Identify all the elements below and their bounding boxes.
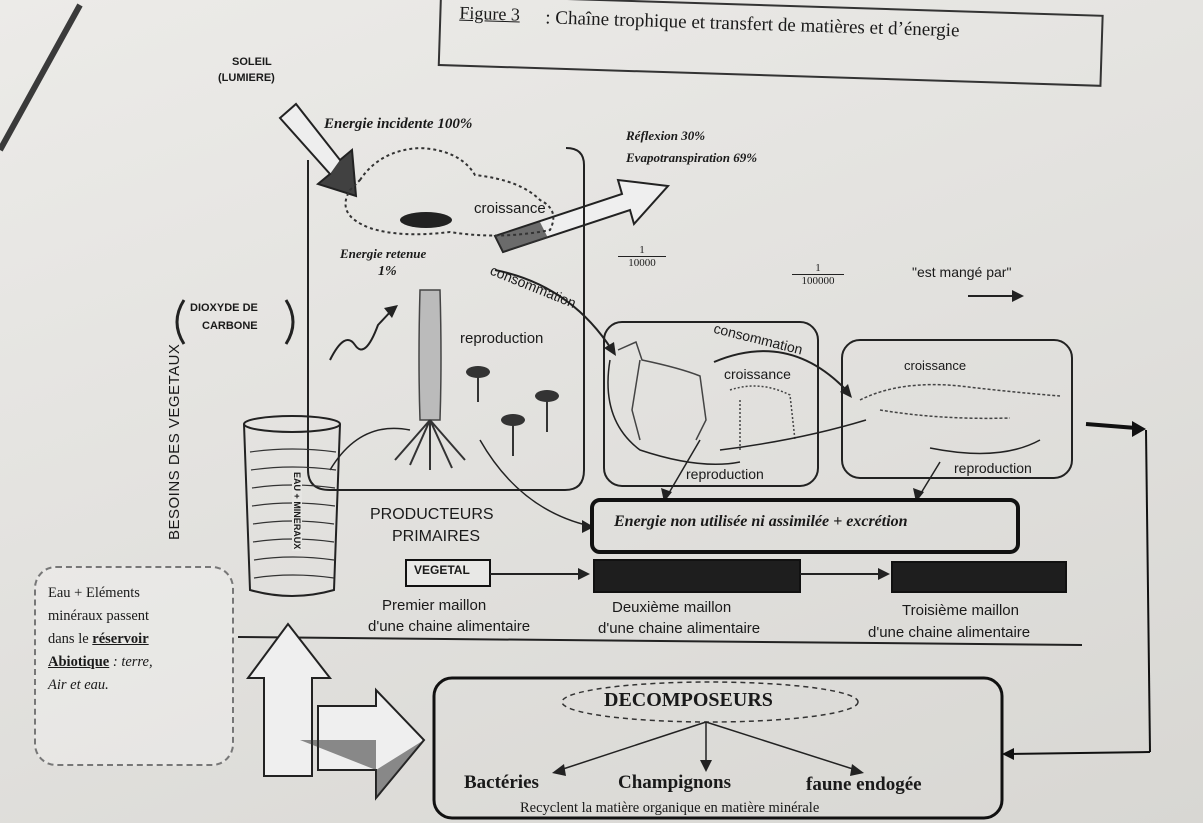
vegetal-label: VEGETAL [414,563,470,577]
ratio-1-numerator: 1 [639,244,645,256]
vegetal-box [405,559,491,587]
upward-arrow [246,622,333,777]
ratio-2: 1 100000 [792,262,844,287]
figure-caption-prefix: Figure 3 [459,2,521,25]
consumption-arrow-1 [494,269,613,351]
unused-energy-label: Energie non utilisée ni assimilée + excr… [614,513,908,530]
ratio-1-denominator: 10000 [618,256,666,269]
carnivore-reproduction-label: reproduction [954,460,1032,476]
abiotic-note-line2: minéraux passent [48,608,150,624]
plant-needs-label: BESOINS DES VEGETAUX [166,343,183,540]
herbivore-reproduction-label: reproduction [686,466,764,482]
third-link-line1: Troisième maillon [902,602,1019,619]
second-link-box [593,559,801,593]
evapotranspiration-label: Evapotranspiration 69% [626,150,758,165]
plant-canopy-dark [400,212,452,228]
retained-energy-pct: 1% [378,264,397,279]
decomposers-title-ellipse [561,681,859,723]
tree-trunk [418,289,442,421]
container-text-line2: + [292,493,302,499]
decomposers-box [432,676,1004,820]
third-link-box [891,561,1067,593]
tree-roots [394,419,466,470]
figure-caption: : Chaîne trophique et transfert de matiè… [544,7,960,42]
unused-energy-box [590,498,1020,554]
abiotic-note-text: Eau + Eléments minéraux passent dans le … [48,582,153,697]
carnivore-box [841,339,1073,479]
decomposer-fauna: faune endogée [806,774,922,795]
second-link-line1: Deuxième maillon [612,599,732,616]
sun-label: SOLEIL [232,56,272,68]
abiotic-note-line3-prefix: dans le [48,631,93,647]
plant-canopy [344,146,555,237]
ratio-1: 1 10000 [618,244,666,269]
abiotic-note-line4: Abiotique : terre, [48,651,153,674]
decomposer-bacteria: Bactéries [464,772,539,793]
eaten-by-legend: "est mangé par" [912,264,1012,280]
decomposer-fungi: Champignons [618,772,731,793]
water-container [243,423,341,597]
first-link-line1: Premier maillon [382,597,487,614]
mushroom-icon [535,390,559,432]
container-text-line3: MINERAUX [292,501,302,550]
herbivore-box [603,321,819,487]
container-text: EAU + MINERAUX [292,470,302,552]
abiotic-note-line3: dans le réservoir [48,628,153,651]
ratio-2-denominator: 100000 [792,274,844,287]
mushroom-icon [501,414,525,456]
consumption-arrow-2 [713,350,849,393]
sun-sub-label: (LUMIERE) [218,72,275,84]
sun-arrow-tip [318,150,356,196]
retained-energy-label: Energie retenue [340,246,427,261]
mushroom-icon [466,366,490,402]
third-link-line2: d'une chaine alimentaire [868,624,1031,641]
decomposers-recycle-text: Recyclent la matière organique en matièr… [520,800,820,816]
reflection-arrow-base [495,222,548,252]
second-link-line2: d'une chaine alimentaire [598,620,761,637]
abiotic-note-abiotique: Abiotique [48,654,110,670]
producers-label-line2: PRIMAIRES [392,528,481,545]
co2-label-line1: DIOXYDE DE [190,302,258,314]
producer-enclosure [307,147,585,491]
abiotic-note-line4-rest: : terre, [109,654,153,670]
chain-baseline [237,636,1083,646]
page-edge-line [0,3,83,152]
herbivore-croissance-label: croissance [724,366,791,382]
plant-croissance-label: croissance [474,200,546,217]
first-link-line2: d'une chaine alimentaire [368,618,531,635]
decomposers-title: DECOMPOSEURS [604,689,773,711]
abiotic-note-reservoir: réservoir [92,631,149,647]
carnivore-sketch [859,383,1061,420]
producers-label-line1: PRODUCTEURS [370,506,494,523]
carnivore-croissance-label: croissance [904,358,967,373]
abiotic-note-line5: Air et eau. [48,677,109,693]
container-text-line1: EAU [292,472,302,492]
co2-arrow [329,309,393,361]
ratio-2-numerator: 1 [815,262,821,274]
abiotic-note-line1: Eau + Eléments [48,585,140,601]
co2-label-line2: CARBONE [202,320,258,332]
incident-energy-label: Energie incidente 100% [324,116,473,132]
reflection-label: Réflexion 30% [626,128,706,143]
plant-reproduction-label: reproduction [460,330,544,347]
deer-sketch [617,340,707,441]
abiotic-note-box [34,566,234,766]
